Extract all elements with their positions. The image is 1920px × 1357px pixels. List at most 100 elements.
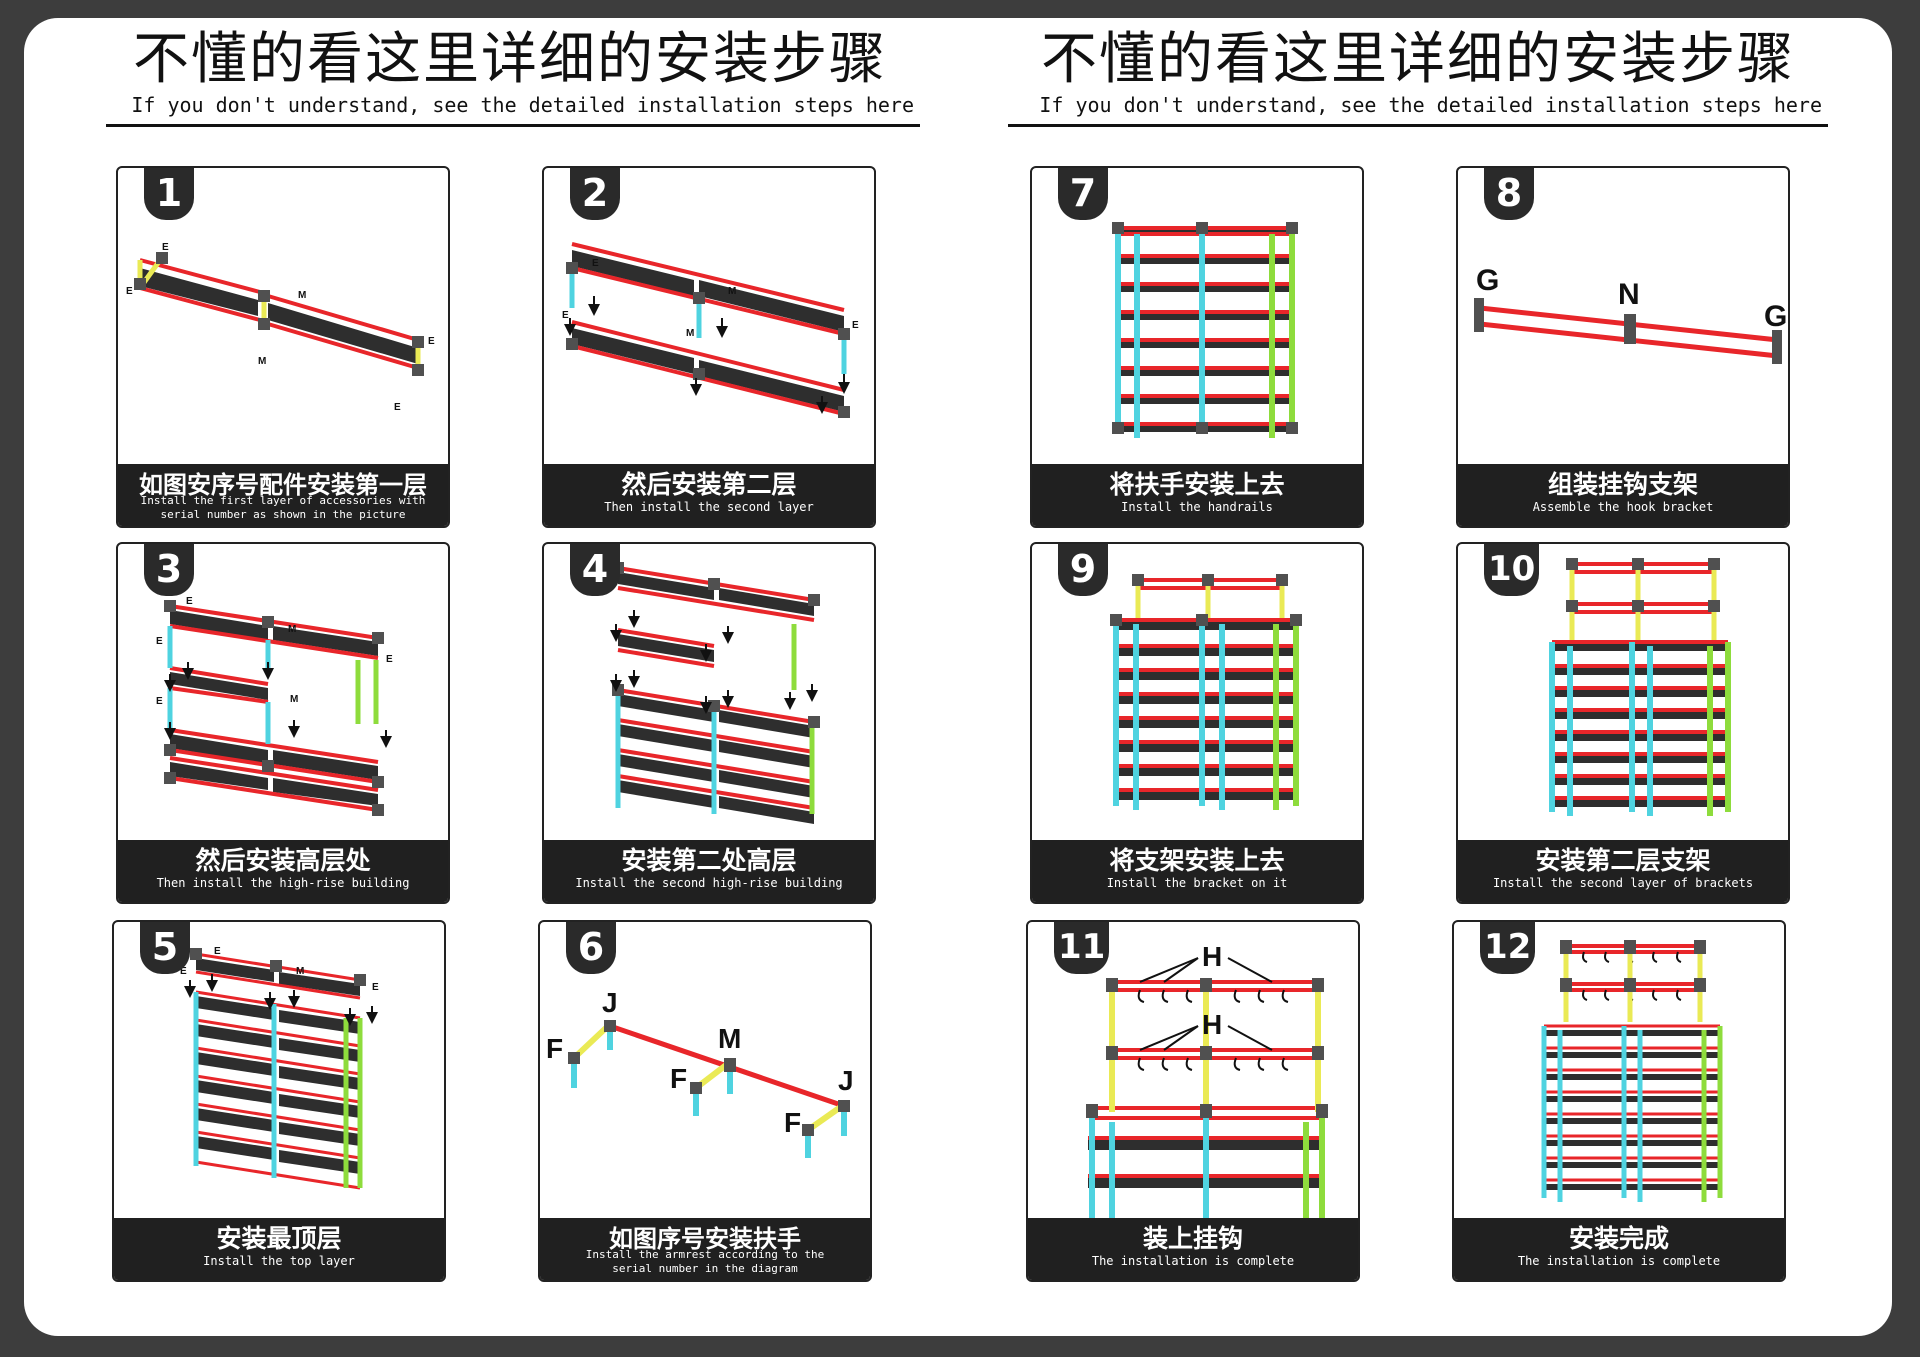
- header-right: 不懂的看这里详细的安装步骤 If you don't understand, s…: [1008, 27, 1828, 127]
- step-panel-2: 2 E E M M E 然后安装: [542, 166, 876, 528]
- header-title-zh: 不懂的看这里详细的安装步骤: [1041, 27, 1795, 92]
- step-caption: 安装最顶层 Install the top layer: [114, 1218, 444, 1280]
- step-illustration: [1541, 940, 1723, 1202]
- svg-text:M: M: [298, 290, 306, 301]
- svg-text:M: M: [290, 694, 298, 705]
- svg-text:G: G: [1764, 300, 1787, 333]
- svg-text:E: E: [562, 310, 569, 321]
- svg-text:M: M: [718, 1023, 741, 1054]
- step-caption-zh: 安装最顶层: [216, 1224, 342, 1253]
- step-caption-en: Install the first layer of accessories w…: [140, 494, 426, 521]
- header-title-zh: 不懂的看这里详细的安装步骤: [133, 27, 887, 92]
- svg-text:E: E: [852, 320, 859, 331]
- svg-text:J: J: [838, 1065, 854, 1096]
- step-caption: 将支架安装上去 Install the bracket on it: [1032, 840, 1362, 902]
- step-caption-zh: 然后安装高层处: [195, 846, 371, 875]
- svg-text:M: M: [728, 286, 736, 297]
- svg-text:E: E: [156, 696, 163, 707]
- svg-text:E: E: [162, 242, 169, 253]
- step-number-badge: 5: [140, 922, 190, 974]
- step-illustration: E E M E E M: [156, 596, 393, 816]
- step-caption-zh: 将支架安装上去: [1109, 846, 1285, 875]
- svg-text:E: E: [592, 258, 599, 269]
- svg-text:E: E: [214, 946, 221, 957]
- step-caption-zh: 如图序号安装扶手: [609, 1225, 801, 1253]
- svg-text:F: F: [546, 1033, 563, 1064]
- step-panel-4: 4: [542, 542, 876, 904]
- svg-text:M: M: [288, 624, 296, 635]
- step-illustration: [1549, 558, 1731, 816]
- step-illustration: E E M E: [180, 946, 379, 1190]
- step-caption-en: Install the bracket on it: [1106, 876, 1288, 890]
- step-caption: 装上挂钩 The installation is complete: [1028, 1218, 1358, 1280]
- step-caption-zh: 将扶手安装上去: [1109, 470, 1285, 499]
- step-number-badge: 10: [1484, 544, 1540, 596]
- step-number-badge: 2: [570, 168, 620, 220]
- step-caption-en: Install the second high-rise building: [575, 876, 843, 890]
- svg-text:M: M: [296, 966, 304, 977]
- step-panel-6: 6 F J F M F J 如图序号安装扶手 Install the armre…: [538, 920, 872, 1282]
- svg-text:G: G: [1476, 264, 1499, 297]
- step-number-badge: 9: [1058, 544, 1108, 596]
- step-caption: 安装第二层支架 Install the second layer of brac…: [1458, 840, 1788, 902]
- step-caption: 如图安序号配件安装第一层 Install the first layer of …: [118, 464, 448, 526]
- svg-text:F: F: [670, 1063, 687, 1094]
- step-illustration: [1112, 222, 1298, 438]
- step-caption-en: The installation is complete: [1091, 1254, 1295, 1268]
- svg-text:M: M: [258, 356, 266, 367]
- step-panel-1: 1 E E M M E E 如图安序号配件安装第一层 Install the f…: [116, 166, 450, 528]
- step-illustration: G N G: [1474, 264, 1787, 364]
- step-caption-zh: 安装第二处高层: [621, 846, 797, 875]
- step-caption-zh: 装上挂钩: [1142, 1224, 1243, 1253]
- step-caption-en: Install the handrails: [1121, 500, 1273, 514]
- svg-text:F: F: [784, 1107, 801, 1138]
- svg-text:E: E: [428, 336, 435, 347]
- step-panel-12: 12: [1452, 920, 1786, 1282]
- svg-text:E: E: [156, 636, 163, 647]
- svg-text:E: E: [394, 402, 401, 413]
- step-number-badge: 11: [1054, 922, 1110, 974]
- svg-text:M: M: [686, 328, 694, 339]
- step-caption: 然后安装高层处 Then install the high-rise build…: [118, 840, 448, 902]
- svg-text:E: E: [186, 596, 193, 607]
- step-caption: 将扶手安装上去 Install the handrails: [1032, 464, 1362, 526]
- svg-text:E: E: [386, 654, 393, 665]
- step-caption: 然后安装第二层 Then install the second layer: [544, 464, 874, 526]
- step-illustration: E E M M E E: [126, 242, 435, 413]
- svg-text:E: E: [372, 982, 379, 993]
- step-caption: 如图序号安装扶手 Install the armrest according t…: [540, 1218, 870, 1280]
- step-caption: 安装第二处高层 Install the second high-rise bui…: [544, 840, 874, 902]
- step-panel-5: 5 E: [112, 920, 446, 1282]
- svg-text:H: H: [1202, 1009, 1222, 1040]
- step-caption-zh: 组装挂钩支架: [1547, 470, 1698, 499]
- step-panel-9: 9 将支架安装上去: [1030, 542, 1364, 904]
- step-caption: 安装完成 The installation is complete: [1454, 1218, 1784, 1280]
- step-panel-8: 8 G N G 组装挂钩支架 Assemble the hook bracket: [1456, 166, 1790, 528]
- step-number-badge: 3: [144, 544, 194, 596]
- step-caption-zh: 然后安装第二层: [621, 470, 797, 499]
- svg-text:N: N: [1618, 278, 1640, 311]
- step-caption-zh: 安装第二层支架: [1535, 846, 1711, 875]
- header-subtitle-en: If you don't understand, see the detaile…: [1039, 93, 1822, 117]
- header-subtitle-en: If you don't understand, see the detaile…: [131, 93, 914, 117]
- step-illustration: F J F M F J: [546, 987, 854, 1158]
- step-illustration: E E M M E: [562, 242, 859, 418]
- step-caption-en: Then install the high-rise building: [156, 876, 410, 890]
- step-panel-10: 10 安装: [1456, 542, 1790, 904]
- step-number-badge: 8: [1484, 168, 1534, 220]
- step-caption-zh: 如图安序号配件安装第一层: [139, 471, 427, 499]
- step-illustration: H H: [1086, 941, 1328, 1218]
- step-number-badge: 4: [570, 544, 620, 596]
- step-illustration: [610, 562, 820, 824]
- step-caption-en: Assemble the hook bracket: [1532, 500, 1714, 514]
- step-number-badge: 12: [1480, 922, 1536, 974]
- step-caption-en: Install the second layer of brackets: [1492, 876, 1754, 890]
- svg-text:J: J: [602, 987, 618, 1018]
- svg-text:E: E: [126, 286, 133, 297]
- header-rule: [1008, 124, 1828, 127]
- step-caption: 组装挂钩支架 Assemble the hook bracket: [1458, 464, 1788, 526]
- step-panel-3: 3 E E M: [116, 542, 450, 904]
- step-panel-7: 7 将扶手安装上去 Install the handrails: [1030, 166, 1364, 528]
- step-number-badge: 1: [144, 168, 194, 220]
- step-number-badge: 6: [566, 922, 616, 974]
